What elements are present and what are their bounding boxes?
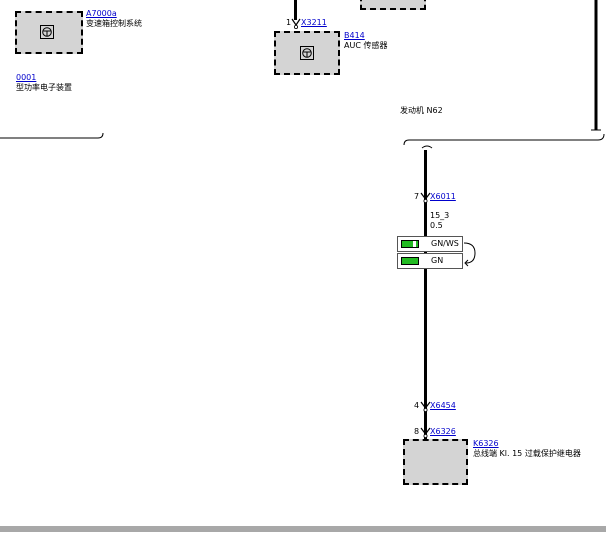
a0001-description: 型功率电子装置 <box>16 83 72 92</box>
horizontal-scrollbar[interactable] <box>0 526 606 532</box>
x3211-connector-link[interactable]: X3211 <box>301 18 327 27</box>
engine-label: 发动机 N62 <box>400 106 443 115</box>
legend-row-gn-ws[interactable]: GN/WS <box>397 236 463 252</box>
b414-wire <box>294 0 297 20</box>
legend-row-gn[interactable]: GN <box>397 253 463 269</box>
k6326-description: 总线端 Kl. 15 过载保护继电器 <box>473 449 581 458</box>
connector-symbol <box>420 401 431 415</box>
legend-label-gn: GN <box>431 256 444 265</box>
a7000a-description: 变速箱控制系统 <box>86 19 142 28</box>
main-wire <box>424 150 427 440</box>
x6454-pin-number: 4 <box>414 401 420 410</box>
a0001-link[interactable]: 0001 <box>16 73 37 82</box>
a7000a-component-box[interactable] <box>15 11 83 54</box>
k6326-link[interactable]: K6326 <box>473 439 499 448</box>
connector-symbol <box>420 192 431 206</box>
b414-description: AUC 传感器 <box>344 41 388 50</box>
x6326-connector-link[interactable]: X6326 <box>430 427 456 436</box>
connector-symbol <box>420 427 431 441</box>
b414-pin-number: 1 <box>286 18 292 27</box>
sensor-icon <box>300 46 314 60</box>
sensor-icon <box>40 25 54 39</box>
color-swatch-gn-ws <box>401 240 419 248</box>
group-bracket-lines <box>0 0 605 146</box>
b414-link[interactable]: B414 <box>344 31 365 40</box>
wire-gauge-label: 0.5 <box>430 221 443 230</box>
x6011-pin-number: 7 <box>414 192 420 201</box>
k6326-component-box[interactable] <box>403 439 468 485</box>
a7000a-link[interactable]: A7000a <box>86 9 117 18</box>
legend-label-gn-ws: GN/WS <box>431 239 459 248</box>
x6011-connector-link[interactable]: X6011 <box>430 192 456 201</box>
x6326-pin-number: 8 <box>414 427 420 436</box>
connector-symbol <box>291 18 301 32</box>
wire-signal-label: 15_3 <box>430 211 450 220</box>
color-swatch-gn <box>401 257 419 265</box>
wire-break-top <box>420 145 434 157</box>
top-partial-box <box>360 0 426 10</box>
x6454-connector-link[interactable]: X6454 <box>430 401 456 410</box>
swap-arrow-icon[interactable] <box>463 240 477 270</box>
